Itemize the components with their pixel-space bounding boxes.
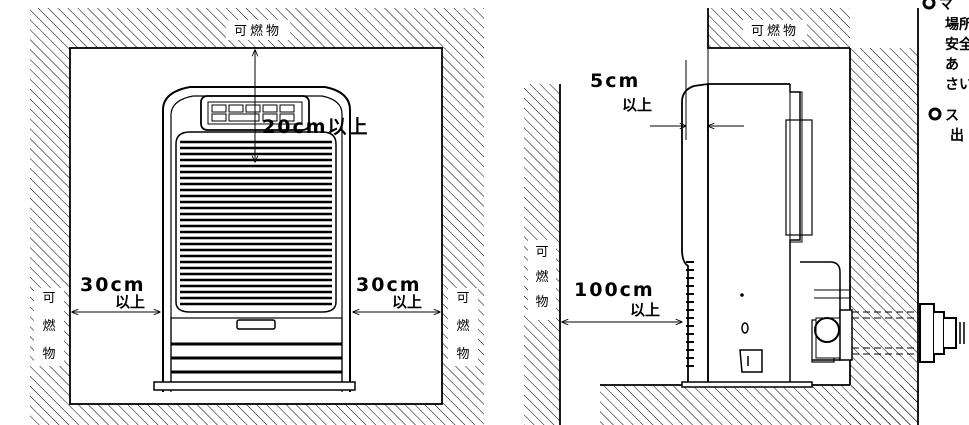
front-left-clearance-label: 30cm <box>80 274 146 296</box>
side-floor-hatch <box>600 385 918 425</box>
side-left-clearance-label: 100cm <box>574 279 655 301</box>
side-left-clearance-sub: 以上 <box>630 301 660 319</box>
side-left-combustible-char-3: 物 <box>535 295 548 310</box>
front-wall-hatch <box>30 8 484 425</box>
note2-line-1: ス <box>945 108 959 124</box>
front-right-combustible-char-3: 物 <box>456 347 469 362</box>
side-top-clearance-label: 5cm <box>590 70 640 92</box>
side-top-clearance-sub: 以上 <box>622 96 652 114</box>
note1-line-5: さい <box>945 77 969 93</box>
front-left-combustible-char-2: 燃 <box>42 318 55 334</box>
front-top-combustible-label: 可燃物 <box>234 23 282 39</box>
note1-bullet-icon <box>922 0 936 10</box>
side-left-combustible-char-1: 可 <box>535 245 548 260</box>
note1-line-4: あ <box>945 57 959 73</box>
front-right-clearance-label: 30cm <box>356 274 422 296</box>
heater-grille <box>180 140 332 306</box>
front-right-combustible-char-2: 燃 <box>456 318 469 334</box>
note1-line-2: 場所 <box>945 16 969 33</box>
note2-line-2: 出 <box>950 127 964 144</box>
note1-line-1: マ <box>939 0 953 13</box>
notes-column: マ 場所 安全 あ さい ス 出 <box>922 0 969 144</box>
front-view: 可燃物 可 燃 物 可 燃 物 <box>30 8 484 425</box>
front-right-combustible-char-1: 可 <box>456 291 469 306</box>
front-left-clearance-sub: 以上 <box>115 293 145 311</box>
note2-bullet-icon <box>928 107 942 121</box>
side-view: 可燃物 可 燃 物 <box>524 8 965 425</box>
front-wall-inner-outline <box>69 47 443 405</box>
side-top-combustible-label: 可燃物 <box>751 23 799 39</box>
side-right-wall-hatch <box>850 48 918 425</box>
front-left-combustible-char-1: 可 <box>42 291 55 306</box>
heater-front-illustration <box>153 86 356 392</box>
front-top-clearance-label: 20cm以上 <box>262 116 370 138</box>
front-right-clearance-sub: 以上 <box>392 293 422 311</box>
side-left-combustible-char-2: 燃 <box>535 269 548 285</box>
note1-line-3: 安全 <box>945 36 969 53</box>
heater-side-illustration <box>681 82 965 388</box>
front-left-combustible-char-3: 物 <box>42 347 55 362</box>
